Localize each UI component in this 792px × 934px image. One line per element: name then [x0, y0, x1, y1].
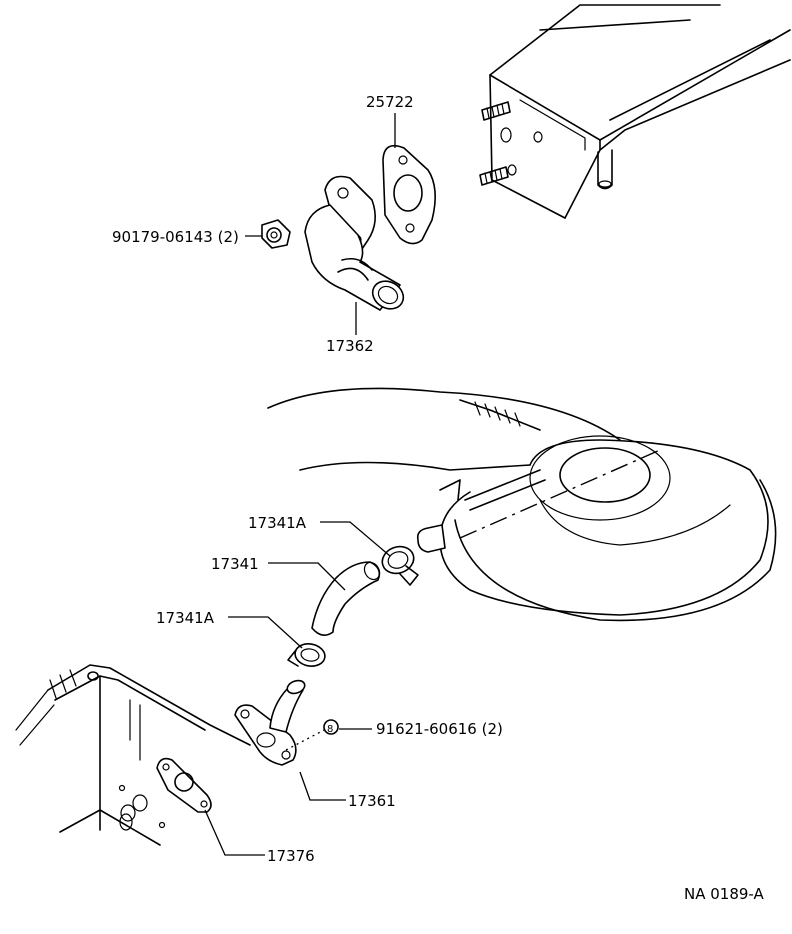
- part-label-90179: 90179-06143 (2): [112, 228, 239, 246]
- part-label-17341A-bottom: 17341A: [156, 609, 215, 627]
- nut-90179-illustration: [261, 219, 291, 249]
- part-label-25722: 25722: [366, 93, 414, 111]
- part-label-17341: 17341: [211, 555, 259, 573]
- part-label-91621: 91621-60616 (2): [376, 720, 503, 738]
- reference-code: NA 0189-A: [684, 885, 765, 903]
- engine-block-illustration: [15, 664, 251, 846]
- part-label-17376: 17376: [267, 847, 315, 865]
- pipe-17362-illustration: [304, 175, 405, 311]
- leader-lines: [204, 113, 396, 856]
- bolt-91621-marker: [285, 719, 339, 751]
- gasket-17376-illustration: [156, 757, 212, 813]
- clamp-17341A-bottom-illustration: [287, 643, 326, 667]
- part-label-17341A-top: 17341A: [248, 514, 307, 532]
- gasket-25722-illustration: [382, 144, 436, 245]
- air-cleaner-illustration: [267, 387, 777, 622]
- clamp-17341A-top-illustration: [381, 545, 419, 586]
- pipe-17361-illustration: [234, 679, 306, 766]
- hose-17341-illustration: [311, 561, 381, 636]
- part-label-17361: 17361: [348, 792, 396, 810]
- manifold-block-illustration: [479, 4, 791, 219]
- circled-marker-8: 8: [327, 724, 333, 735]
- part-label-17362: 17362: [326, 337, 374, 355]
